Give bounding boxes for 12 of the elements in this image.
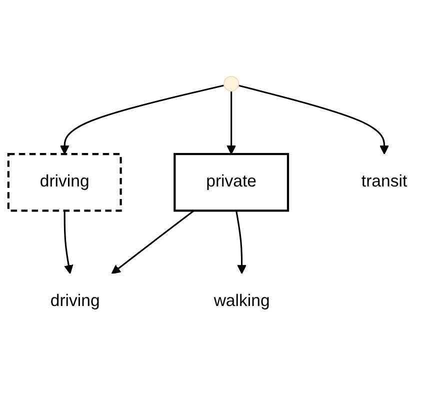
node-box: driving: [7, 152, 122, 212]
arrow: [64, 210, 74, 274]
arrow: [238, 84, 389, 154]
node-box: private: [174, 152, 290, 212]
arrow: [226, 90, 236, 154]
node-text: walking: [214, 292, 270, 310]
node-circle: [223, 76, 240, 92]
node-text: transit: [361, 172, 408, 190]
arrow: [236, 210, 246, 274]
arrow: [111, 210, 194, 274]
arrow: [60, 84, 224, 154]
node-text: driving: [50, 292, 100, 310]
